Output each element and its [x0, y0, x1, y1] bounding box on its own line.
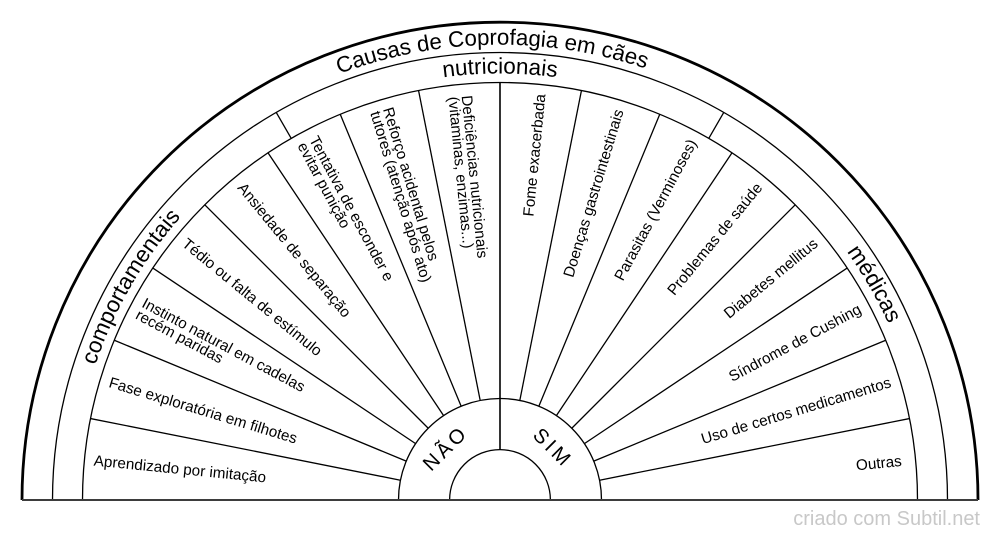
svg-text:nutricionais: nutricionais: [441, 53, 559, 82]
svg-text:criado com Subtil.net: criado com Subtil.net: [793, 508, 980, 530]
svg-text:Outras: Outras: [855, 453, 903, 474]
